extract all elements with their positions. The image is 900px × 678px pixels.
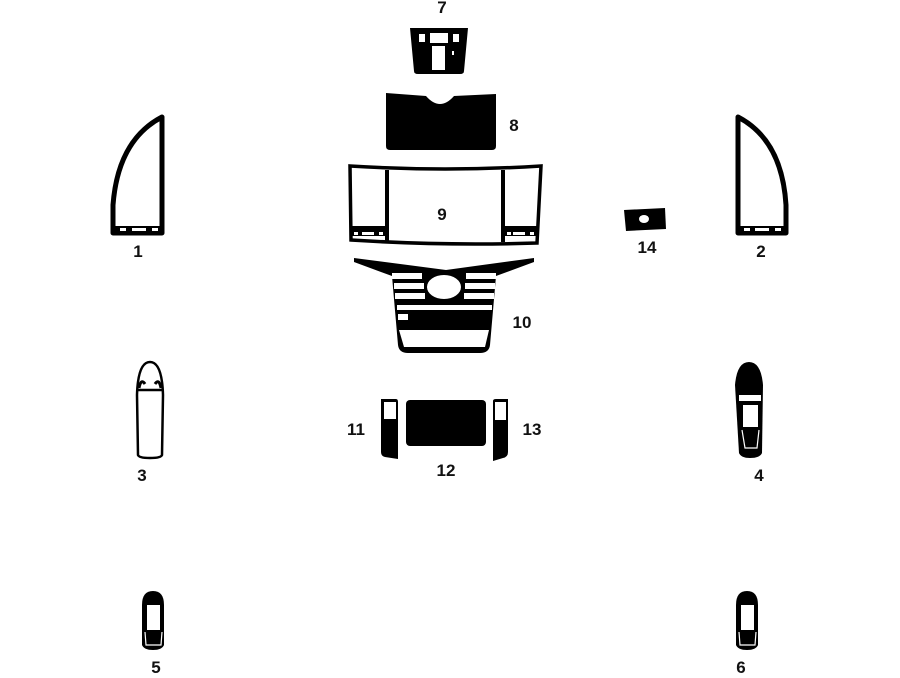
- part-label-10: 10: [512, 313, 532, 332]
- part-label-5: 5: [151, 658, 161, 677]
- part-label-2: 2: [756, 242, 766, 261]
- part-label-12: 12: [436, 461, 456, 480]
- part-label-6: 6: [736, 658, 746, 677]
- part-label-1: 1: [133, 242, 143, 261]
- part-label-11: 11: [347, 420, 365, 439]
- part-label-13: 13: [522, 420, 542, 439]
- part-11: [381, 399, 398, 459]
- part-label-3: 3: [137, 466, 147, 485]
- part-5: [142, 591, 164, 650]
- part-4: [735, 362, 763, 458]
- part-10: [354, 258, 534, 353]
- part-label-4: 4: [754, 466, 764, 485]
- part-1: [110, 114, 165, 236]
- part-13: [493, 399, 508, 461]
- part-14: [624, 208, 666, 231]
- part-12: [406, 400, 486, 446]
- part-label-14: 14: [637, 238, 657, 257]
- part-9: [348, 164, 543, 246]
- part-3: [135, 360, 165, 460]
- part-label-7: 7: [437, 0, 447, 17]
- part-8: [386, 93, 496, 150]
- part-7: [410, 28, 468, 74]
- part-6: [736, 591, 758, 650]
- part-label-9: 9: [437, 205, 447, 224]
- part-2: [735, 114, 789, 236]
- part-label-8: 8: [509, 116, 519, 135]
